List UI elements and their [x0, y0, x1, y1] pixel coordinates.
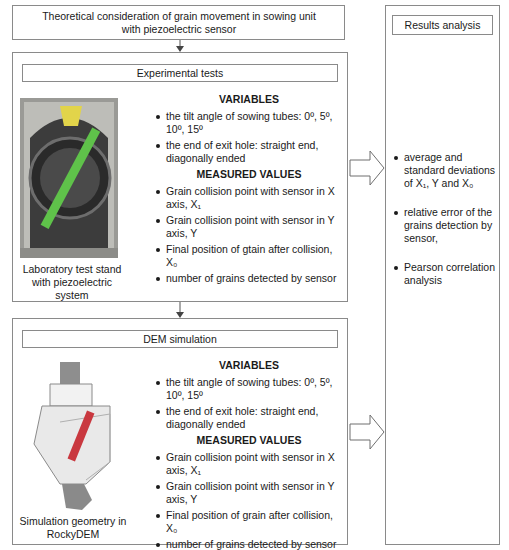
- text-column: VARIABLES the tilt angle of sowing tubes:…: [153, 91, 345, 288]
- text-column: VARIABLES the tilt angle of sowing tubes:…: [153, 357, 345, 550]
- list-item: relative error of the grains detection b…: [391, 206, 497, 245]
- list-item: Grain collision point with sensor in Y a…: [153, 480, 345, 506]
- list-item: the end of exit hole: straight end, diag…: [153, 139, 345, 165]
- list-item: Grain collision point with sensor in X a…: [153, 451, 345, 477]
- list-item: the end of exit hole: straight end, diag…: [153, 405, 345, 431]
- section-heading: VARIABLES: [153, 93, 345, 106]
- list-item: Grain collision point with sensor in X a…: [153, 185, 345, 211]
- text-column: Experimental tests: [23, 67, 337, 80]
- image-caption: Laboratory test stand with piezoelectric…: [17, 263, 127, 302]
- text-column: average and standard deviations of X₁, Y…: [391, 151, 497, 303]
- text-column: Simulation geometry in RockyDEM: [15, 515, 131, 541]
- list-item: the tilt angle of sowing tubes: 0º, 5º, …: [153, 376, 345, 402]
- list-item: the tilt angle of sowing tubes: 0º, 5º, …: [153, 110, 345, 136]
- header-box: DEM simulation: [22, 330, 338, 348]
- text-column: Results analysis: [393, 19, 492, 32]
- text-column: Laboratory test stand with piezoelectric…: [17, 263, 127, 302]
- header-box: Experimental tests: [22, 64, 338, 82]
- section-box: Theoretical consideration of grain movem…: [12, 5, 345, 40]
- connector-arrow: [350, 151, 384, 185]
- box-title: Theoretical consideration of grain movem…: [33, 10, 325, 36]
- connector-arrow: [176, 40, 184, 52]
- list-item: number of grains detected by sensor: [153, 272, 345, 285]
- list-item: number of grains detected by sensor: [153, 538, 345, 550]
- test-stand-photo: [20, 98, 118, 258]
- list-item: Pearson correlation analysis: [391, 261, 497, 287]
- list-item: Grain collision point with sensor in Y a…: [153, 214, 345, 240]
- text-column: Theoretical consideration of grain movem…: [33, 10, 325, 36]
- section-heading: MEASURED VALUES: [153, 434, 345, 447]
- header-box: Results analysis: [392, 15, 493, 35]
- section-box: average and standard deviations of X₁, Y…: [385, 5, 500, 545]
- list-item: Final position of gtain after collision,…: [153, 243, 345, 269]
- image-caption: Simulation geometry in RockyDEM: [15, 515, 131, 541]
- list-item: average and standard deviations of X₁, Y…: [391, 151, 497, 190]
- box-title: Results analysis: [393, 19, 492, 32]
- box-title: DEM simulation: [23, 333, 337, 346]
- connector-arrow: [176, 302, 184, 318]
- text-column: DEM simulation: [23, 333, 337, 346]
- section-heading: VARIABLES: [153, 359, 345, 372]
- simulation-geometry: [20, 362, 120, 512]
- connector-arrow: [350, 415, 384, 449]
- box-title: Experimental tests: [23, 67, 337, 80]
- section-heading: MEASURED VALUES: [153, 168, 345, 181]
- list-item: Final position of grain after collision,…: [153, 509, 345, 535]
